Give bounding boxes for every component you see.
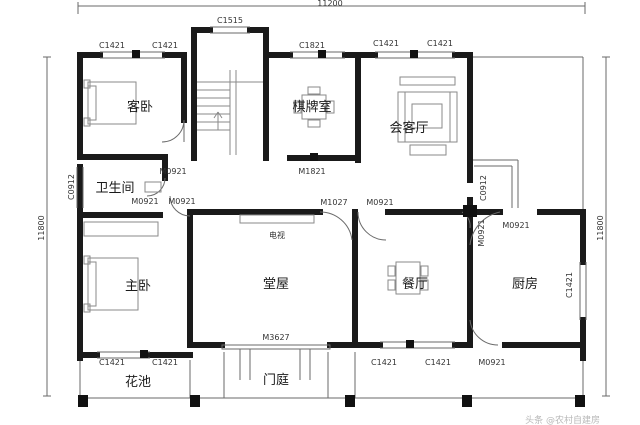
room-flower-bed: 花池 <box>125 374 151 390</box>
outer-outline <box>79 56 584 399</box>
tv-label: 电视 <box>269 230 285 240</box>
code-m0921-kitchen-side: M0921 <box>477 219 486 246</box>
code-c1421-a: C1421 <box>99 41 125 50</box>
code-c0912-left: C0912 <box>67 174 76 200</box>
room-meeting-hall: 会客厅 <box>389 120 428 136</box>
code-c1421-kitchen: C1421 <box>565 272 574 298</box>
dimension-lines <box>43 2 610 397</box>
code-m3627: M3627 <box>262 333 289 342</box>
door-swings <box>146 119 501 380</box>
dimension-right: 11800 <box>596 215 605 240</box>
code-c1421-bottom-c: C1421 <box>371 358 397 367</box>
code-c0912-right: C0912 <box>479 175 488 201</box>
code-c1421-d: C1421 <box>427 39 453 48</box>
code-m1821: M1821 <box>298 167 325 176</box>
columns <box>78 50 585 407</box>
code-m0921-dining: M0921 <box>366 198 393 207</box>
room-master-bedroom: 主卧 <box>125 279 151 294</box>
windows <box>76 26 587 359</box>
room-dining: 餐厅 <box>402 276 428 292</box>
watermark: 头条 @农村自建房 <box>525 414 600 425</box>
code-m1027: M1027 <box>320 198 347 207</box>
furniture <box>83 76 458 313</box>
code-m0921-hall: M0921 <box>168 197 195 206</box>
code-m0921-bath: M0921 <box>159 167 186 176</box>
stairs <box>197 70 263 155</box>
dimension-top: 11200 <box>317 0 342 8</box>
code-m0921-bath2: M0921 <box>131 197 158 206</box>
room-main-hall: 堂屋 <box>263 277 289 292</box>
code-c1421-bottom-b: C1421 <box>152 358 178 367</box>
room-guest-bedroom: 客卧 <box>127 99 153 115</box>
dimension-left: 11800 <box>37 215 46 240</box>
code-c1421-c: C1421 <box>373 39 399 48</box>
room-bathroom: 卫生间 <box>95 181 134 196</box>
code-c1421-bottom-d: C1421 <box>425 358 451 367</box>
room-chess: 棋牌室 <box>292 99 331 115</box>
code-c1421-bottom-a: C1421 <box>99 358 125 367</box>
code-c1421-b: C1421 <box>152 41 178 50</box>
code-c1821: C1821 <box>299 41 325 50</box>
room-porch: 门庭 <box>263 372 289 388</box>
code-m0921-bottom: M0921 <box>478 358 505 367</box>
walls <box>77 27 586 361</box>
code-c1515: C1515 <box>217 16 243 25</box>
code-m0921-kitchen-top: M0921 <box>502 221 529 230</box>
room-kitchen: 厨房 <box>512 276 538 292</box>
